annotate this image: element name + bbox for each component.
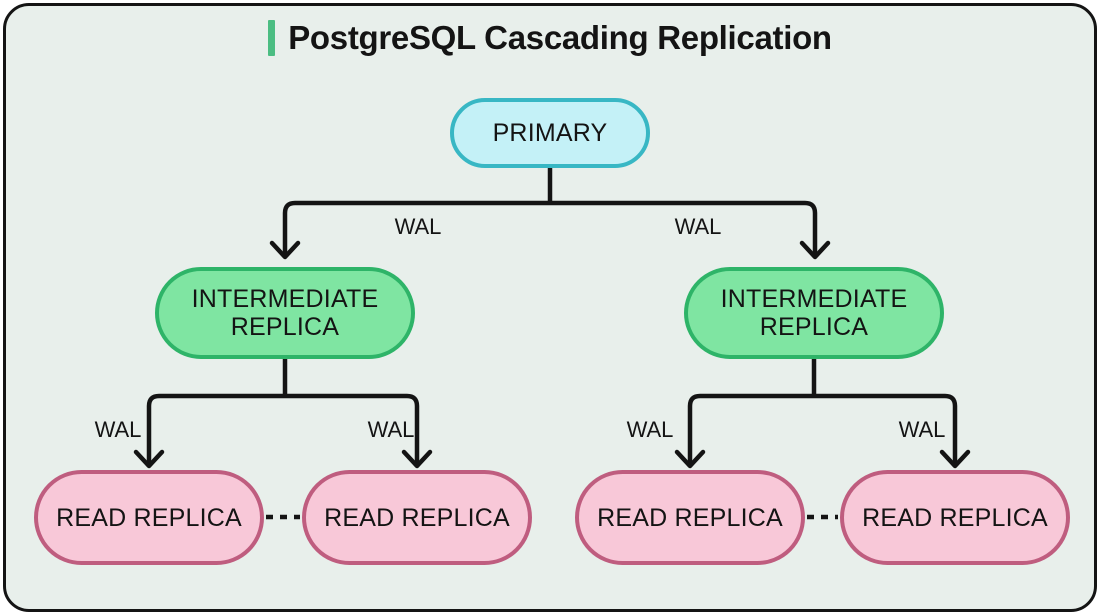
node-read-replica-4: READ REPLICA (840, 470, 1070, 565)
diagram-header: PostgreSQL Cascading Replication (0, 18, 1100, 58)
edge-primary-branch (282, 200, 818, 257)
edge-label-wal-right-left: WAL (626, 417, 674, 442)
arrowhead-icon (133, 449, 165, 469)
node-intermediate-replica-right: INTERMEDIATE REPLICA (684, 267, 944, 359)
edge-label-wal-left-left: WAL (94, 417, 142, 442)
edge-label-wal-left-right: WAL (367, 417, 415, 442)
node-intermediate-right-label: INTERMEDIATE REPLICA (720, 285, 908, 341)
arrowhead-icon (939, 449, 971, 469)
edge-label-wal-top-right: WAL (674, 214, 722, 239)
node-read-replica-4-label: READ REPLICA (862, 503, 1048, 532)
arrowhead-icon (799, 240, 831, 260)
arrowhead-icon (674, 449, 706, 469)
edge-intermediate-right-branch (687, 393, 958, 466)
arrowhead-icon (269, 240, 301, 260)
node-primary-label: PRIMARY (492, 119, 608, 147)
node-read-replica-1-label: READ REPLICA (56, 503, 242, 532)
node-read-replica-2-label: READ REPLICA (324, 503, 510, 532)
node-read-replica-1: READ REPLICA (34, 470, 264, 565)
edge-intermediate-left-branch (146, 393, 420, 466)
edge-label-wal-top-left: WAL (394, 214, 442, 239)
title-accent-bar (268, 20, 276, 56)
node-intermediate-left-label: INTERMEDIATE REPLICA (191, 285, 379, 341)
node-intermediate-replica-left: INTERMEDIATE REPLICA (155, 267, 415, 359)
arrowhead-icon (401, 449, 433, 469)
node-read-replica-3-label: READ REPLICA (597, 503, 783, 532)
edge-label-wal-right-right: WAL (898, 417, 946, 442)
node-read-replica-2: READ REPLICA (302, 470, 532, 565)
node-read-replica-3: READ REPLICA (575, 470, 805, 565)
node-primary: PRIMARY (450, 98, 650, 168)
diagram-title: PostgreSQL Cascading Replication (288, 19, 832, 56)
